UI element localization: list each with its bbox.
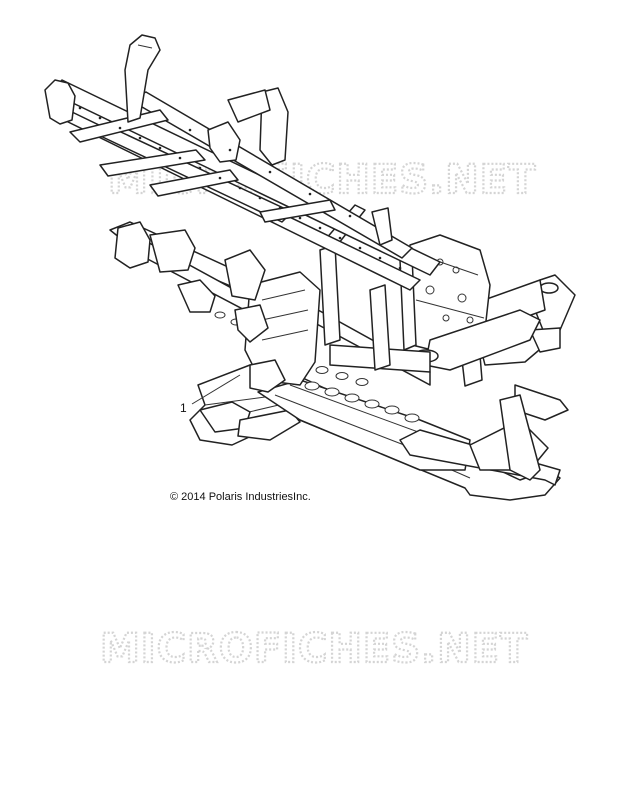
frame-assembly [44,34,576,501]
copyright-text: © 2014 Polaris IndustriesInc. [170,491,311,503]
callout-leader [191,374,241,405]
callout-number: 1 [180,401,187,415]
watermark-bottom: MICROFICHES.NET [100,626,528,672]
